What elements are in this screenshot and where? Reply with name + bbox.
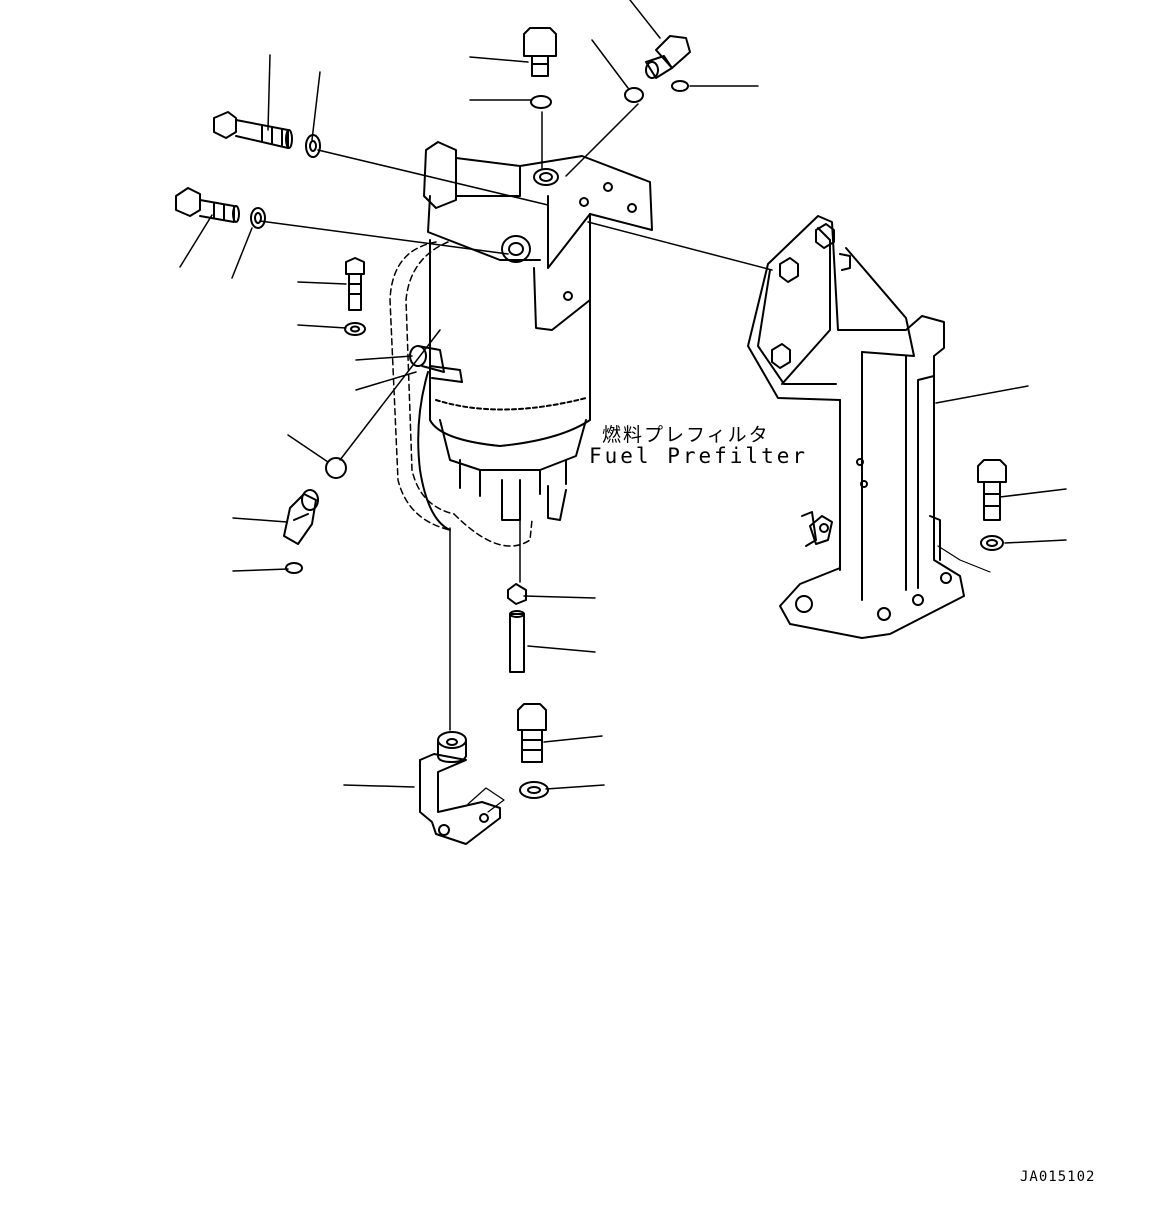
filter-head (424, 142, 652, 330)
bolt-bottom (518, 704, 546, 762)
component-label-japanese: 燃料プレフィルタ (602, 424, 770, 446)
o-ring-top (531, 96, 551, 108)
o-ring-left-small (286, 563, 302, 573)
drain-cap (508, 584, 526, 604)
washer-bottom (520, 782, 548, 798)
leader-lines (180, 0, 1066, 789)
o-ring-top-right (625, 88, 643, 102)
drawing-code: JA015102 (1020, 1169, 1096, 1185)
bolt-long-top (214, 112, 292, 148)
filter-bowl (430, 240, 590, 520)
elbow-fitting-top (646, 36, 690, 78)
fuel-hose-dashed (390, 242, 532, 546)
hose-clamp-fitting (410, 346, 462, 530)
bolt-right (978, 460, 1006, 520)
component-label-english: Fuel Prefilter (589, 444, 809, 468)
mounting-bracket-right (748, 216, 990, 638)
drain-tube (510, 611, 524, 672)
o-ring-left (326, 458, 346, 478)
washer-right (981, 536, 1003, 550)
elbow-fitting-left (284, 490, 318, 544)
bolt-long-mid (176, 188, 239, 222)
bolt-small-left (346, 258, 364, 310)
o-ring-top-far (672, 81, 688, 91)
lower-bracket (420, 732, 504, 844)
washer-small-left (345, 323, 365, 335)
plug-top (524, 28, 556, 76)
washer-top-left (306, 135, 320, 157)
washer-mid-left (251, 208, 265, 228)
